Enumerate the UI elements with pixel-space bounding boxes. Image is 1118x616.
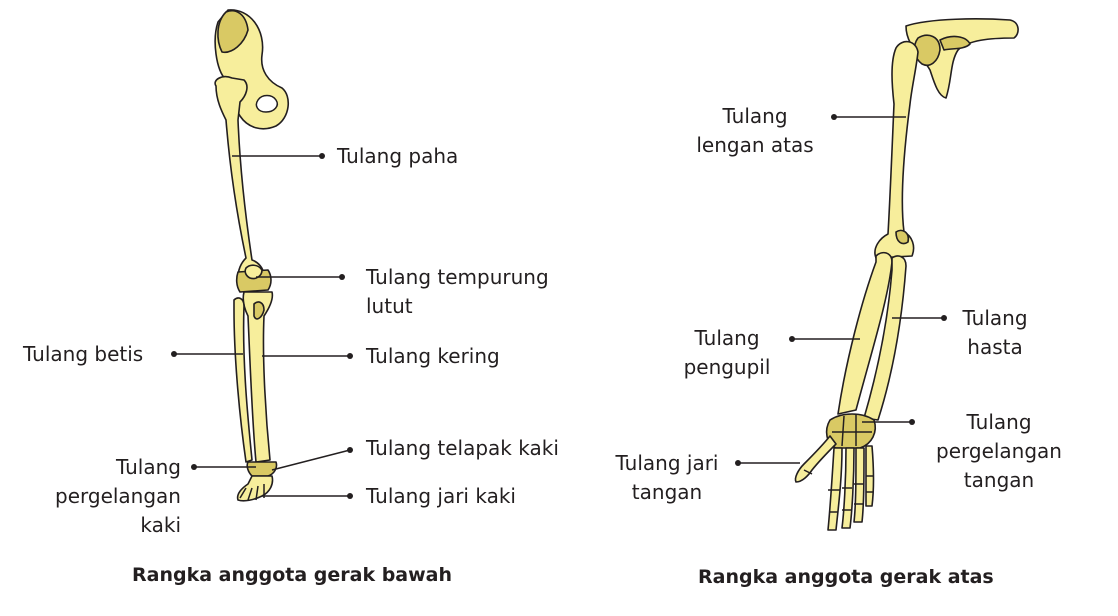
label-radius: Tulang pengupil <box>683 326 771 379</box>
label-patella: Tulang tempurung lutut <box>366 265 549 318</box>
label-metatarsal: Tulang telapak kaki <box>366 436 559 460</box>
ulna <box>863 255 907 421</box>
label-humerus: Tulang lengan atas <box>696 104 814 157</box>
caption-upper-limb: Rangka anggota gerak atas <box>698 566 994 588</box>
lower-limb-skeleton <box>214 9 289 502</box>
thumb-bones <box>794 435 837 483</box>
patella <box>235 269 272 293</box>
caption-lower-limb: Rangka anggota gerak bawah <box>132 564 453 586</box>
upper-limb-leaders <box>735 114 947 466</box>
ankle-bones <box>246 461 278 477</box>
label-fingers: Tulang jari tangan <box>615 451 719 504</box>
elbow-shade <box>895 229 910 245</box>
label-femur: Tulang paha <box>337 144 459 168</box>
fibula <box>233 297 253 463</box>
label-ulna: Tulang hasta <box>962 306 1028 359</box>
label-fibula: Tulang betis <box>23 342 144 366</box>
foot-bones <box>236 475 274 502</box>
label-tibia: Tulang kering <box>366 344 500 368</box>
label-wrist: Tulang pergelangan tangan <box>936 410 1062 492</box>
upper-limb-skeleton <box>794 18 1019 531</box>
tibia <box>242 291 274 463</box>
clavicle-shade <box>939 35 971 51</box>
label-ankle: Tulang pergelangan kaki <box>55 455 181 537</box>
label-toes: Tulang jari kaki <box>366 484 516 508</box>
humerus <box>874 40 919 259</box>
lower-limb-leaders <box>171 153 353 499</box>
femur <box>214 75 265 279</box>
radius <box>837 251 893 415</box>
hip-socket <box>255 94 278 113</box>
hip-bone-shade <box>217 10 249 54</box>
tibia-top-shade <box>253 301 265 320</box>
